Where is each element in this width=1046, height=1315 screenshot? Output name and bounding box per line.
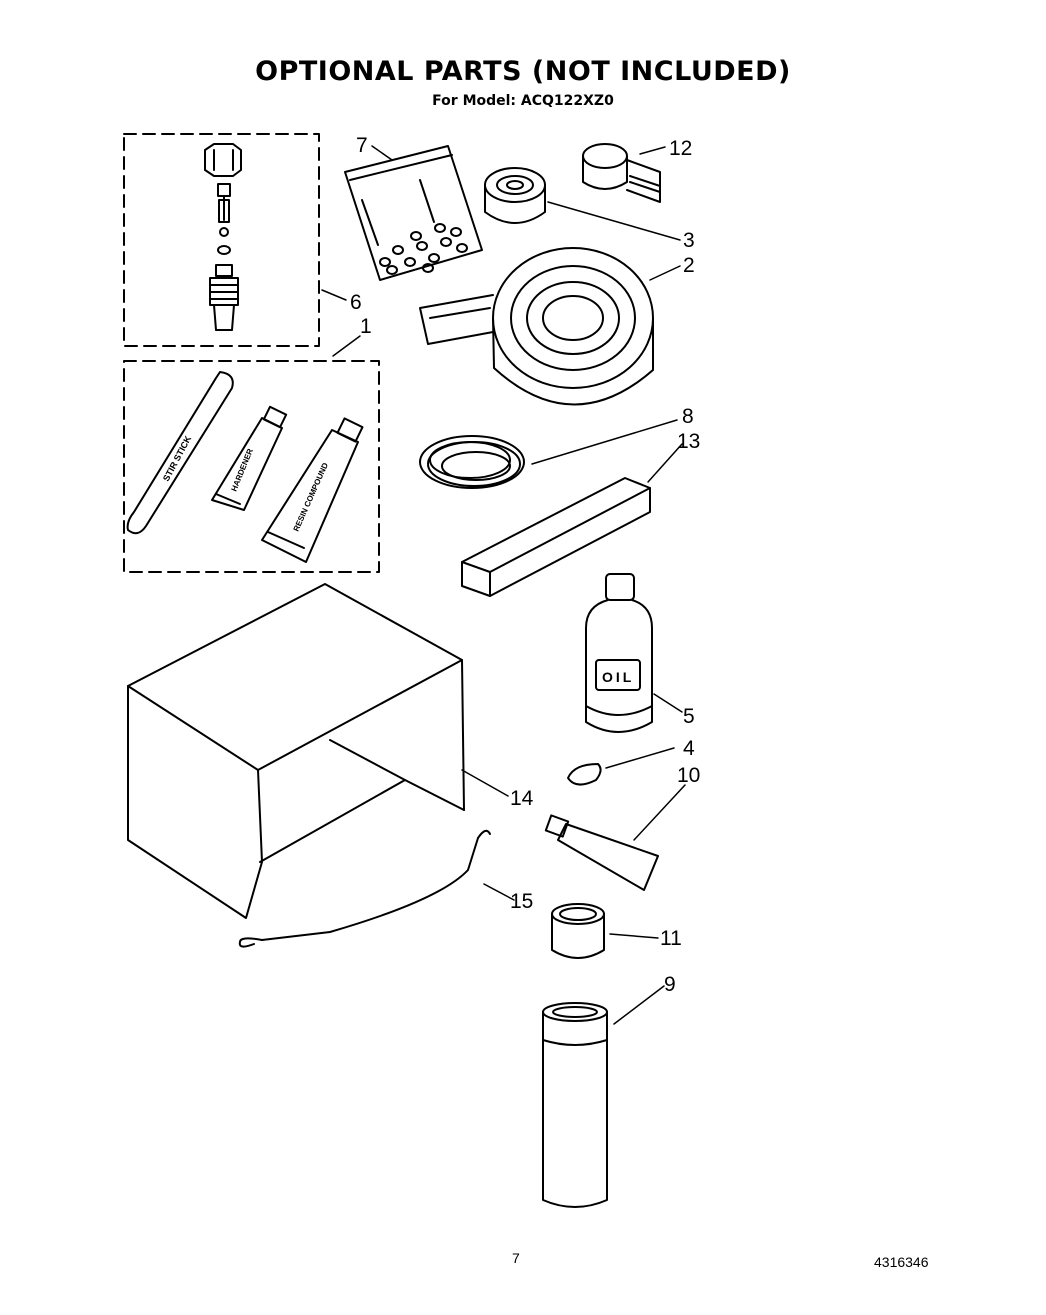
callout-5: 5 <box>683 705 695 728</box>
resin-tube-part <box>261 417 364 563</box>
small-can-part <box>551 903 605 959</box>
callout-7: 7 <box>356 134 368 157</box>
service-valve-part <box>204 143 242 331</box>
capsule-part <box>567 763 602 786</box>
callout-11: 11 <box>660 927 682 950</box>
hardener-tube-part <box>211 405 288 511</box>
callout-10: 10 <box>677 764 700 787</box>
page-title: OPTIONAL PARTS (NOT INCLUDED) <box>255 56 791 87</box>
callout-15: 15 <box>510 890 533 913</box>
kit-box-1 <box>123 360 380 573</box>
callout-8: 8 <box>682 405 694 428</box>
document-number: 4316346 <box>874 1254 929 1270</box>
model-subtitle: For Model: ACQ122XZ0 <box>432 93 614 109</box>
o-ring-bag-part <box>344 145 483 281</box>
callout-4: 4 <box>683 737 695 760</box>
wire-coil-part <box>419 435 525 489</box>
callout-12: 12 <box>669 137 692 160</box>
callout-2: 2 <box>683 254 695 277</box>
callout-6: 6 <box>350 291 362 314</box>
small-tape-roll-part <box>484 167 546 224</box>
tape-strip-part <box>582 143 661 203</box>
oil-bottle-part <box>585 573 653 733</box>
callout-13: 13 <box>677 430 700 453</box>
tie-cord-part <box>238 829 491 948</box>
sealant-bar-part <box>461 477 651 597</box>
callout-3: 3 <box>683 229 695 252</box>
large-tape-roll-part <box>419 247 654 406</box>
page-number: 7 <box>512 1250 520 1266</box>
callout-9: 9 <box>664 973 676 996</box>
leader-lines <box>321 145 686 1025</box>
oil-label: OIL <box>602 669 634 685</box>
kit-box-6 <box>123 133 320 347</box>
callout-14: 14 <box>510 787 534 810</box>
spray-can-part <box>542 1002 608 1208</box>
small-tube-part <box>544 814 659 891</box>
stir-stick-part <box>126 371 234 535</box>
callout-1: 1 <box>360 315 372 338</box>
unit-cover-part <box>127 583 465 919</box>
hardener-label: HARDENER <box>230 447 255 493</box>
